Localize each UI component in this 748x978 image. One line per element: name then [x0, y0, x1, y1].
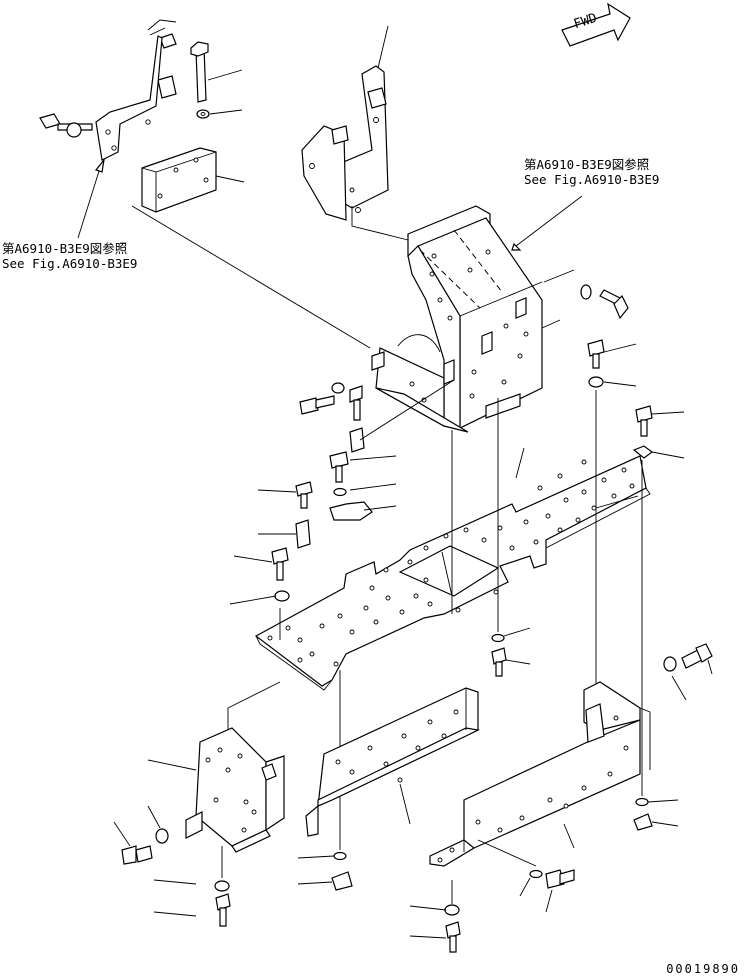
lower-right-fasteners: [519, 643, 713, 913]
figure-reference-left-line1: 第A6910-B3E9図参照: [2, 241, 128, 256]
lower-center-fasteners: [297, 851, 461, 953]
figure-reference-right-line1: 第A6910-B3E9図参照: [524, 157, 650, 172]
upper-left-bracket-assembly: [39, 19, 371, 349]
lower-center-rail: [305, 687, 480, 837]
right-fasteners: [587, 339, 685, 459]
figure-reference-right-line2: See Fig.A6910-B3E9: [524, 172, 660, 187]
lower-right-rail: [429, 681, 651, 867]
right-side-bolt: [580, 284, 629, 320]
floor-plate-holes: [267, 459, 635, 667]
center-washer-bolt: [491, 627, 531, 677]
fwd-arrow-icon: [561, 2, 631, 47]
figure-reference-left-line2: See Fig.A6910-B3E9: [2, 256, 138, 271]
left-fasteners: [229, 481, 313, 605]
drawing-number: 00019890: [666, 962, 740, 976]
tower-fasteners: [299, 379, 455, 521]
floor-plate: [254, 447, 651, 691]
main-column-assembly: [371, 195, 583, 433]
leader-lines: [227, 390, 643, 850]
figure-reference-left: 第A6910-B3E9図参照 See Fig.A6910-B3E9: [2, 241, 137, 271]
lower-left-bolts: [113, 805, 231, 927]
lower-left-box: [147, 727, 285, 853]
upper-center-bracket: [301, 25, 409, 241]
figure-reference-right: 第A6910-B3E9図参照 See Fig.A6910-B3E9: [524, 157, 659, 187]
